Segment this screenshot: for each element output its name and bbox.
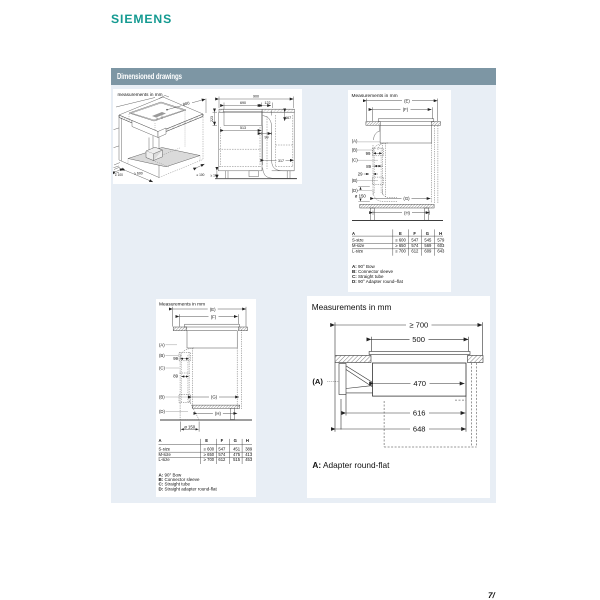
svg-text:ø 150: ø 150 xyxy=(184,424,196,429)
svg-text:603: 603 xyxy=(437,243,445,248)
svg-text:547: 547 xyxy=(218,447,226,452)
svg-text:B: Connector sleeve: B: Connector sleeve xyxy=(159,477,201,482)
svg-text:(E): (E) xyxy=(404,98,410,103)
svg-text:Measurements in mm: Measurements in mm xyxy=(159,302,205,308)
svg-text:B: Connector sleeve: B: Connector sleeve xyxy=(352,269,394,274)
svg-text:513: 513 xyxy=(240,126,246,130)
svg-text:D: Straight adapter round-flat: D: Straight adapter round-flat xyxy=(159,486,218,491)
svg-text:(D): (D) xyxy=(352,188,359,193)
svg-text:≥ 100: ≥ 100 xyxy=(115,173,123,177)
svg-text:453: 453 xyxy=(245,457,253,462)
svg-text:616: 616 xyxy=(413,408,426,417)
svg-text:612: 612 xyxy=(218,457,226,462)
svg-text:389: 389 xyxy=(245,447,253,452)
svg-text:515: 515 xyxy=(233,457,241,462)
svg-text:≥ 600: ≥ 600 xyxy=(134,172,143,176)
svg-text:A: 90° Bow: A: 90° Bow xyxy=(159,472,183,477)
svg-text:≥ 650: ≥ 650 xyxy=(204,452,215,457)
svg-text:89: 89 xyxy=(173,373,178,378)
svg-text:(D): (D) xyxy=(159,409,166,414)
svg-text:643: 643 xyxy=(437,248,445,253)
svg-text:A: A xyxy=(352,231,355,236)
svg-text:E: E xyxy=(399,231,402,236)
svg-text:measurements in mm: measurements in mm xyxy=(118,92,163,97)
svg-text:609: 609 xyxy=(424,248,432,253)
svg-text:(G): (G) xyxy=(211,395,218,400)
svg-text:M-size: M-size xyxy=(159,452,172,457)
svg-text:Measurements in mm: Measurements in mm xyxy=(312,301,392,311)
svg-text:≥ 650: ≥ 650 xyxy=(395,243,406,248)
svg-text:99: 99 xyxy=(265,135,269,139)
svg-text:(B): (B) xyxy=(352,148,358,153)
svg-text:29: 29 xyxy=(358,172,363,177)
svg-text:475: 475 xyxy=(233,452,241,457)
svg-text:ø 150: ø 150 xyxy=(355,194,367,199)
svg-text:(H): (H) xyxy=(404,211,411,216)
svg-text:A: 90° Bow: A: 90° Bow xyxy=(352,264,376,269)
svg-text:(A): (A) xyxy=(159,342,165,347)
svg-text:648: 648 xyxy=(413,424,426,433)
svg-text:≥ 600: ≥ 600 xyxy=(395,238,406,243)
svg-text:(H): (H) xyxy=(215,411,222,416)
svg-text:C: Straight tube: C: Straight tube xyxy=(352,274,384,279)
svg-text:(E): (E) xyxy=(210,307,216,312)
svg-text:(B): (B) xyxy=(159,395,165,400)
svg-text:C: Straight tube: C: Straight tube xyxy=(159,482,191,487)
svg-text:167: 167 xyxy=(285,116,291,120)
svg-text:89: 89 xyxy=(366,164,371,169)
svg-text:413: 413 xyxy=(245,452,253,457)
svg-text:612: 612 xyxy=(411,248,419,253)
svg-text:L-size: L-size xyxy=(352,248,364,253)
svg-text:470: 470 xyxy=(413,378,426,387)
svg-text:M-size: M-size xyxy=(352,243,365,248)
svg-text:≥ 700: ≥ 700 xyxy=(204,457,215,462)
svg-text:E: E xyxy=(205,438,208,443)
svg-text:900: 900 xyxy=(253,94,259,98)
svg-text:F: F xyxy=(221,438,224,443)
svg-text:99: 99 xyxy=(173,356,178,361)
svg-text:H: H xyxy=(439,231,442,236)
svg-text:A: Adapter round-flat: A: Adapter round-flat xyxy=(312,460,390,470)
svg-text:547: 547 xyxy=(411,238,419,243)
svg-text:545: 545 xyxy=(424,238,432,243)
svg-text:Measurements in mm: Measurements in mm xyxy=(352,93,398,99)
svg-text:D: 90° Adapter round–flat: D: 90° Adapter round–flat xyxy=(352,279,404,284)
svg-text:≥ 700: ≥ 700 xyxy=(409,320,428,329)
svg-text:G: G xyxy=(234,438,237,443)
svg-text:≥ 100: ≥ 100 xyxy=(197,173,205,177)
svg-text:317: 317 xyxy=(278,159,284,163)
svg-text:≥ 600: ≥ 600 xyxy=(204,447,215,452)
svg-text:223: 223 xyxy=(210,116,214,122)
svg-text:S-size: S-size xyxy=(159,447,171,452)
svg-text:99: 99 xyxy=(366,151,371,156)
svg-text:F: F xyxy=(413,231,416,236)
svg-text:451: 451 xyxy=(233,447,241,452)
svg-text:(B): (B) xyxy=(352,178,358,183)
svg-text:(F): (F) xyxy=(211,314,217,319)
svg-text:H: H xyxy=(246,438,249,443)
svg-text:(C): (C) xyxy=(352,158,359,163)
svg-text:690: 690 xyxy=(240,101,246,105)
svg-text:≥ 100: ≥ 100 xyxy=(211,174,219,178)
svg-text:(C): (C) xyxy=(159,366,166,371)
svg-text:574: 574 xyxy=(411,243,419,248)
svg-text:≥ 700: ≥ 700 xyxy=(395,248,406,253)
svg-text:574: 574 xyxy=(218,452,226,457)
svg-text:(A): (A) xyxy=(312,376,323,385)
svg-text:(F): (F) xyxy=(403,107,409,112)
svg-text:A: A xyxy=(159,438,162,443)
svg-text:(A): (A) xyxy=(352,138,358,143)
svg-text:G: G xyxy=(426,231,429,236)
svg-text:122: 122 xyxy=(265,101,271,105)
svg-text:500: 500 xyxy=(412,334,425,343)
svg-text:(G): (G) xyxy=(403,196,410,201)
svg-text:L-size: L-size xyxy=(159,457,171,462)
svg-text:569: 569 xyxy=(424,243,432,248)
svg-text:800: 800 xyxy=(182,100,191,107)
svg-text:S-size: S-size xyxy=(352,238,364,243)
svg-text:579: 579 xyxy=(437,238,445,243)
svg-text:(B): (B) xyxy=(159,353,165,358)
